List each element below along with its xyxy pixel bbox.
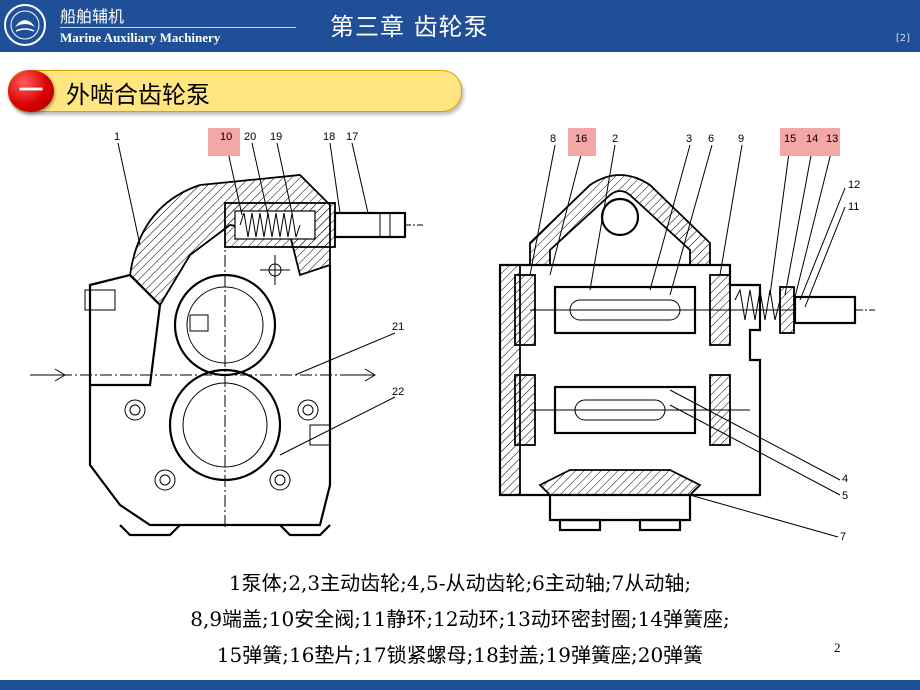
- gear-pump-drawing: 1 10 20 19 18 17 21 22: [30, 128, 875, 543]
- left-cross-section-view: [30, 174, 425, 537]
- right-part-labels: 8 16 2 3 6 9 15 14 13 12 11 4 5 7: [550, 133, 860, 543]
- part-label: 20: [244, 131, 256, 143]
- part-label: 22: [392, 386, 404, 398]
- part-label-highlighted: 15: [784, 133, 796, 145]
- part-label: 18: [323, 131, 335, 143]
- section-heading-bar: [8, 70, 462, 112]
- part-label: 12: [848, 179, 860, 191]
- slide-number: 2: [834, 640, 841, 655]
- part-label-highlighted: 14: [806, 133, 818, 145]
- section-number-badge: 一: [8, 70, 54, 112]
- page-reference: [2]: [895, 33, 910, 44]
- part-label: 17: [346, 131, 358, 143]
- part-label: 4: [842, 473, 848, 485]
- part-label-highlighted: 16: [575, 133, 587, 145]
- left-part-labels: 1 10 20 19 18 17 21 22: [114, 131, 404, 398]
- part-label: 3: [686, 133, 692, 145]
- part-label: 1: [114, 131, 120, 143]
- chapter-title: 第三章 齿轮泵: [330, 13, 489, 41]
- part-label: 2: [612, 133, 618, 145]
- university-logo-icon: [4, 4, 46, 46]
- part-label: 11: [848, 201, 859, 213]
- part-label: 7: [840, 531, 846, 543]
- part-label: 19: [270, 131, 282, 143]
- part-label-highlighted: 13: [826, 133, 838, 145]
- part-label: 5: [842, 490, 848, 502]
- section-title: 外啮合齿轮泵: [66, 81, 210, 109]
- part-label: 21: [392, 321, 404, 333]
- part-label: 6: [708, 133, 714, 145]
- course-name-cn: 船舶辅机: [60, 7, 125, 26]
- course-name-en: Marine Auxiliary Machinery: [60, 30, 221, 45]
- caption-line-1: 1泵体;2,3主动齿轮;4,5-从动齿轮;6主动轴;7从动轴;: [228, 571, 692, 595]
- part-label-highlighted: 10: [220, 131, 232, 143]
- right-longitudinal-section-view: [498, 174, 875, 532]
- slide-footer-bar: [0, 680, 920, 690]
- header-divider: [60, 27, 296, 28]
- part-label: 9: [738, 133, 744, 145]
- slide-header: 船舶辅机 Marine Auxiliary Machinery 第三章 齿轮泵 …: [0, 0, 920, 52]
- part-label: 8: [550, 133, 556, 145]
- caption-line-3: 15弹簧;16垫片;17锁紧螺母;18封盖;19弹簧座;20弹簧: [216, 643, 704, 667]
- caption-line-2: 8,9端盖;10安全阀;11静环;12动环;13动环密封圈;14弹簧座;: [190, 607, 730, 631]
